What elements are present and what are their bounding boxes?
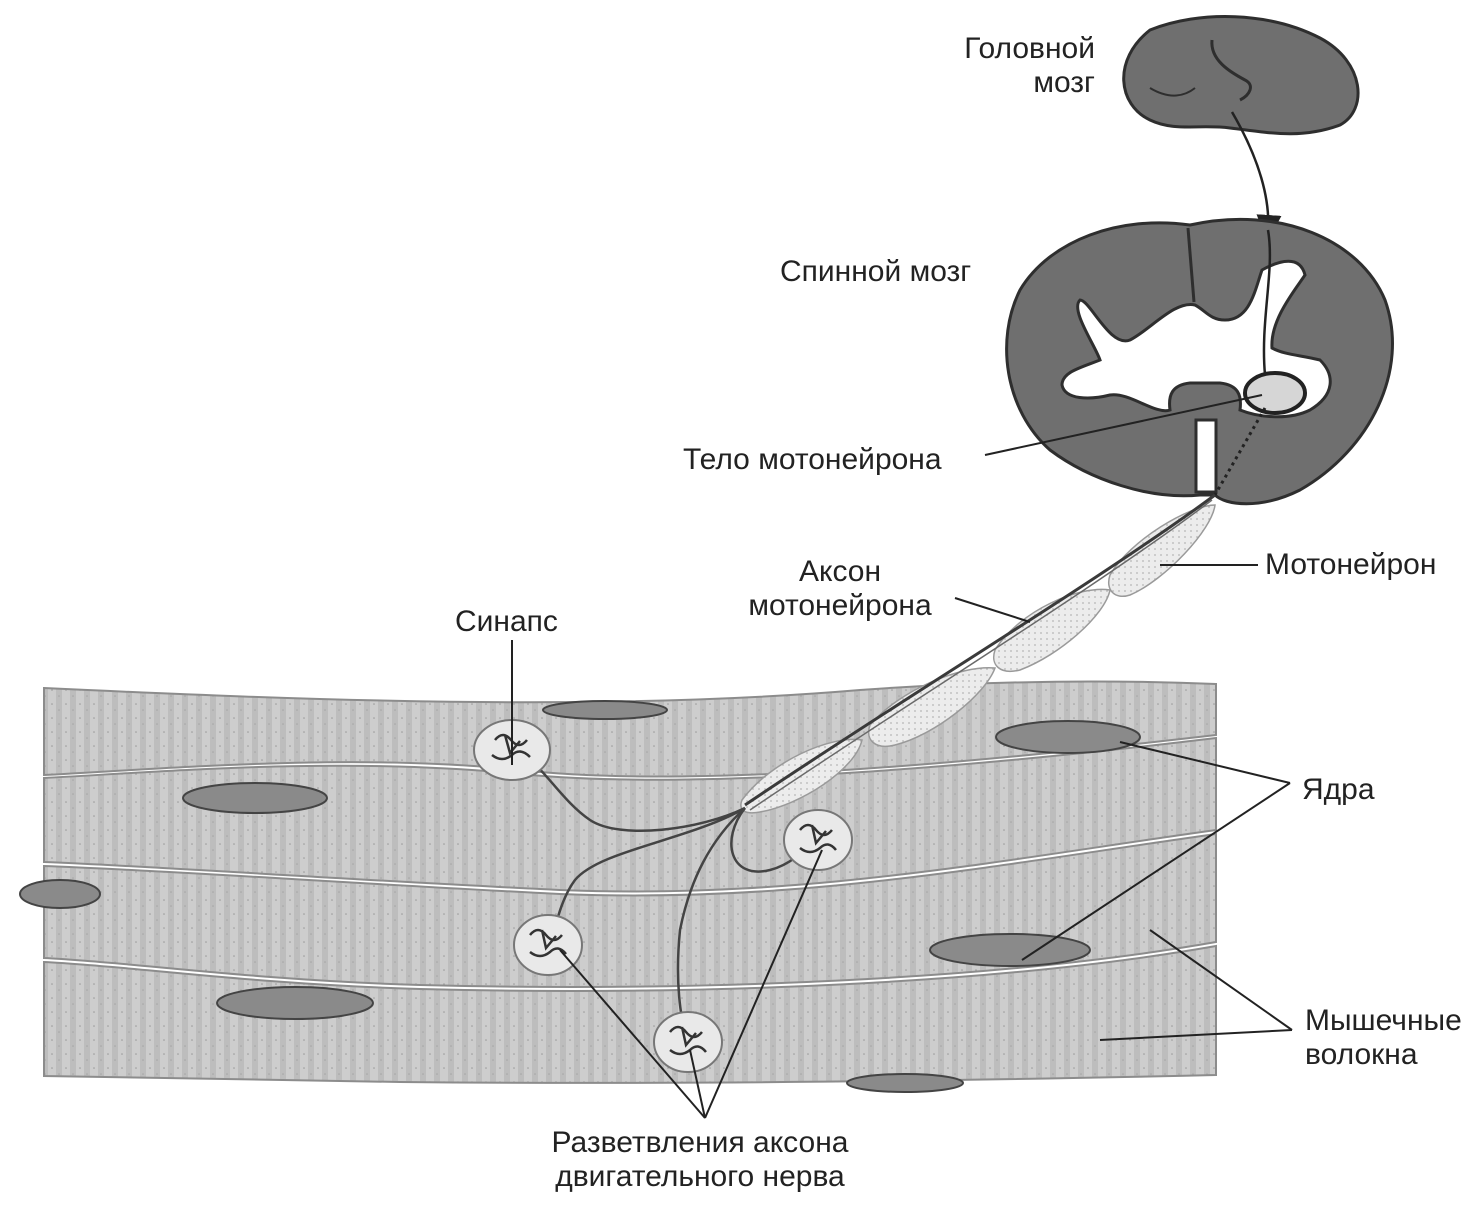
label-axon-line2: мотонейрона bbox=[748, 589, 932, 622]
synapse bbox=[783, 809, 853, 871]
brain-fold bbox=[1210, 39, 1252, 102]
leader-line bbox=[1149, 929, 1293, 1031]
brain-fold bbox=[1149, 87, 1196, 97]
leader-line bbox=[704, 849, 823, 1119]
descending-pathway-arrow bbox=[1230, 111, 1282, 243]
spinal-cord bbox=[1005, 217, 1394, 506]
label-axon-branches-line1: Разветвления аксона bbox=[551, 1126, 849, 1159]
label-muscle-fibers-line2: волокна bbox=[1305, 1038, 1418, 1071]
nucleus bbox=[846, 1073, 964, 1093]
muscle-fibers bbox=[19, 680, 1217, 1093]
myelin-segment bbox=[868, 667, 997, 747]
pathway-in-cord bbox=[1262, 229, 1272, 376]
label-brain-line2: мозг bbox=[1033, 66, 1095, 99]
label-axon: Аксон мотонейрона bbox=[735, 555, 945, 623]
label-axon-branches-line2: двигательного нерва bbox=[555, 1160, 845, 1193]
motoneuron-body bbox=[1243, 371, 1307, 415]
leader-line bbox=[954, 597, 1031, 623]
nucleus bbox=[182, 782, 328, 814]
myelin-segment bbox=[1108, 504, 1216, 597]
nucleus bbox=[995, 720, 1141, 754]
nucleus bbox=[929, 933, 1091, 967]
axon-line bbox=[744, 493, 1216, 807]
axon-in-cord bbox=[1213, 407, 1267, 496]
leader-line bbox=[559, 949, 706, 1119]
axon bbox=[740, 493, 1216, 814]
muscle-fiber bbox=[43, 736, 1217, 893]
nucleus bbox=[216, 986, 374, 1020]
axon-line bbox=[749, 499, 1213, 811]
synapse bbox=[653, 1011, 723, 1073]
label-motoneuron: Мотонейрон bbox=[1265, 548, 1437, 581]
synapse bbox=[513, 914, 583, 976]
leader-line bbox=[984, 394, 1263, 456]
nucleus bbox=[19, 879, 101, 909]
anterior-fissure bbox=[1194, 418, 1218, 494]
label-axon-branches: Разветвления аксона двигательного нерва bbox=[520, 1126, 880, 1194]
label-synapse: Синапс bbox=[455, 605, 558, 638]
muscle-fiber bbox=[43, 832, 1217, 988]
label-spinal-cord: Спинной мозг bbox=[780, 255, 972, 288]
label-muscle-fibers-line1: Мышечные bbox=[1305, 1004, 1462, 1037]
label-brain: Головной мозг bbox=[900, 32, 1095, 100]
label-nuclei: Ядра bbox=[1302, 773, 1375, 806]
synapses bbox=[473, 719, 853, 1073]
myelin-segment bbox=[993, 588, 1111, 672]
leader-line bbox=[1021, 782, 1291, 961]
brain bbox=[1122, 15, 1360, 136]
leader-lines bbox=[511, 394, 1293, 1119]
muscle-fiber bbox=[43, 944, 1217, 1084]
label-axon-line1: Аксон bbox=[798, 555, 882, 588]
brain-shape bbox=[1122, 15, 1360, 136]
nucleus bbox=[542, 700, 668, 720]
posterior-sulcus bbox=[1186, 227, 1196, 303]
leader-line bbox=[1099, 1029, 1293, 1041]
label-muscle-fibers: Мышечные волокна bbox=[1305, 1004, 1462, 1072]
label-neuron-body: Тело мотонейрона bbox=[683, 443, 942, 476]
label-brain-line1: Головной bbox=[964, 32, 1095, 65]
leader-line bbox=[689, 1049, 706, 1119]
leader-line bbox=[1119, 741, 1291, 784]
